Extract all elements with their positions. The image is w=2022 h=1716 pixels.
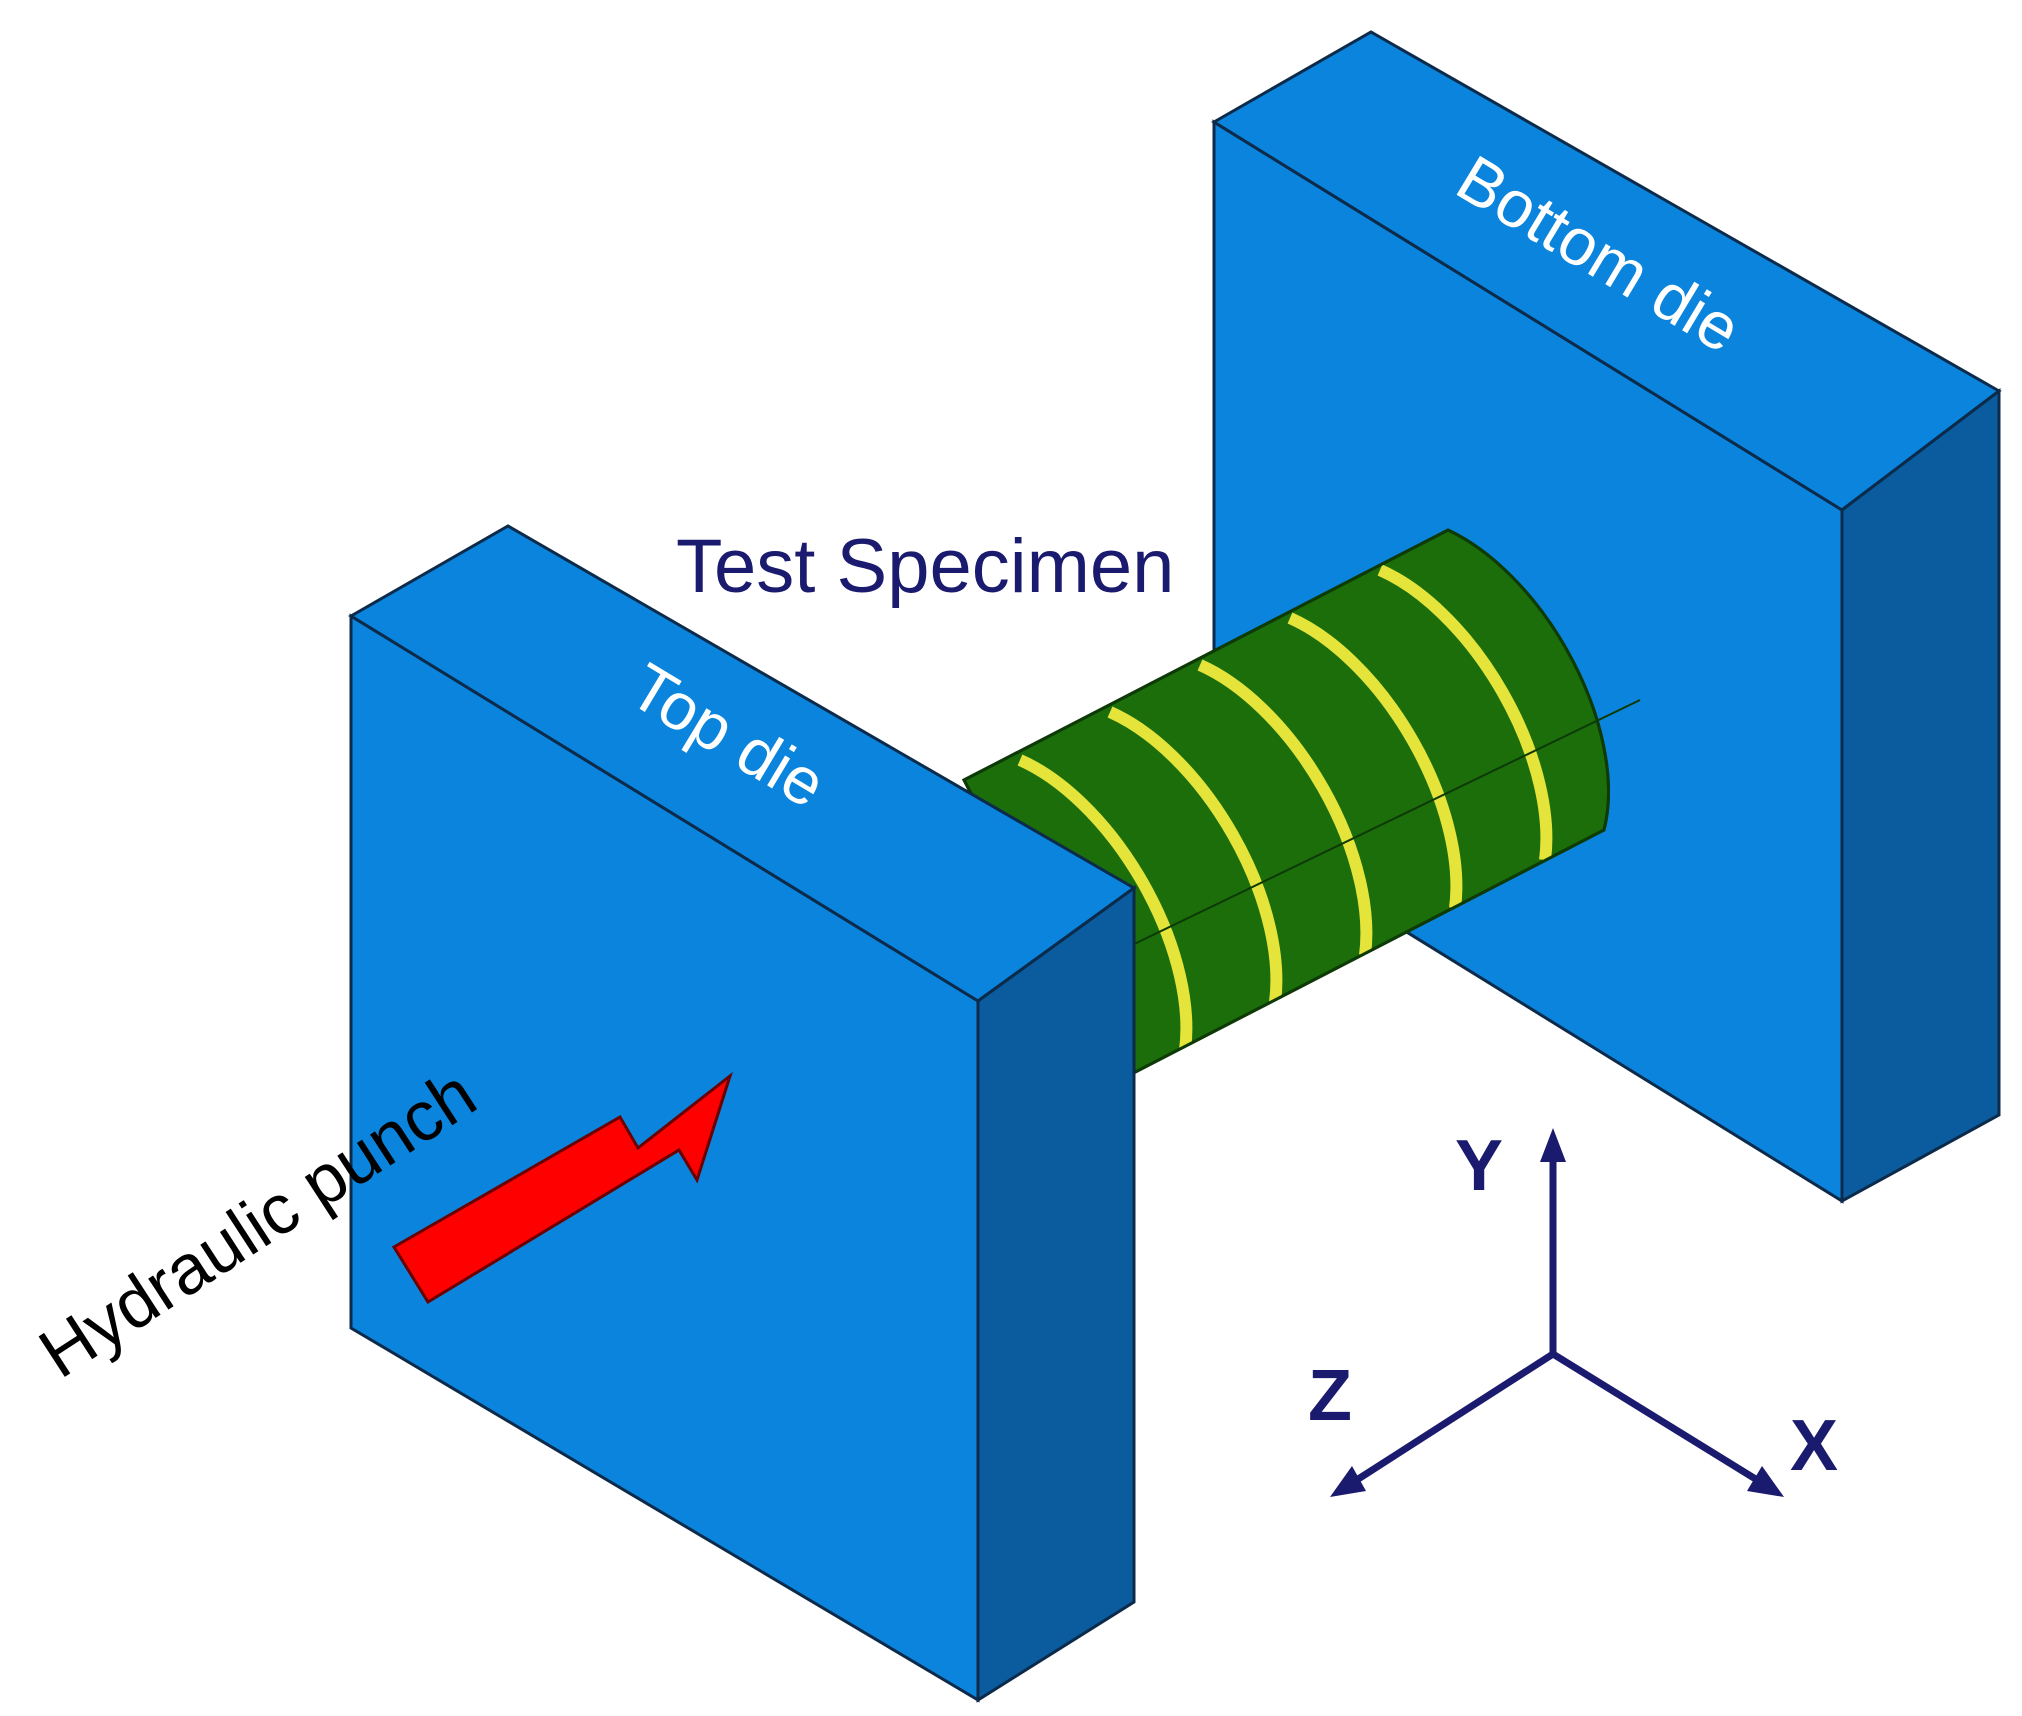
specimen-outline xyxy=(961,528,1610,1083)
specimen-band xyxy=(1017,754,1193,1051)
x-axis-label: X xyxy=(1790,1406,1838,1486)
x-axis-line xyxy=(1551,1351,1764,1486)
coordinate-axes: Y X Z xyxy=(1308,1126,1838,1497)
punch-arrow-icon xyxy=(391,1071,733,1305)
x-axis-arrowhead-icon xyxy=(1747,1466,1784,1497)
bottom-die-side-face xyxy=(1840,387,2001,1204)
y-axis-arrowhead-icon xyxy=(1540,1128,1566,1162)
z-axis-arrowhead-icon xyxy=(1330,1466,1366,1497)
z-axis-label: Z xyxy=(1308,1356,1352,1436)
specimen-band xyxy=(1287,612,1463,909)
specimen-label: Test Specimen xyxy=(676,524,1174,609)
specimen-band xyxy=(1197,659,1373,956)
top-die-side-face xyxy=(976,885,1136,1703)
specimen-band xyxy=(1377,564,1553,861)
z-axis-line xyxy=(1350,1351,1555,1486)
specimen-seam-line xyxy=(1069,699,1641,976)
specimen-band xyxy=(1107,706,1283,1003)
y-axis-label: Y xyxy=(1455,1126,1503,1206)
specimen-bands xyxy=(1017,564,1553,1051)
